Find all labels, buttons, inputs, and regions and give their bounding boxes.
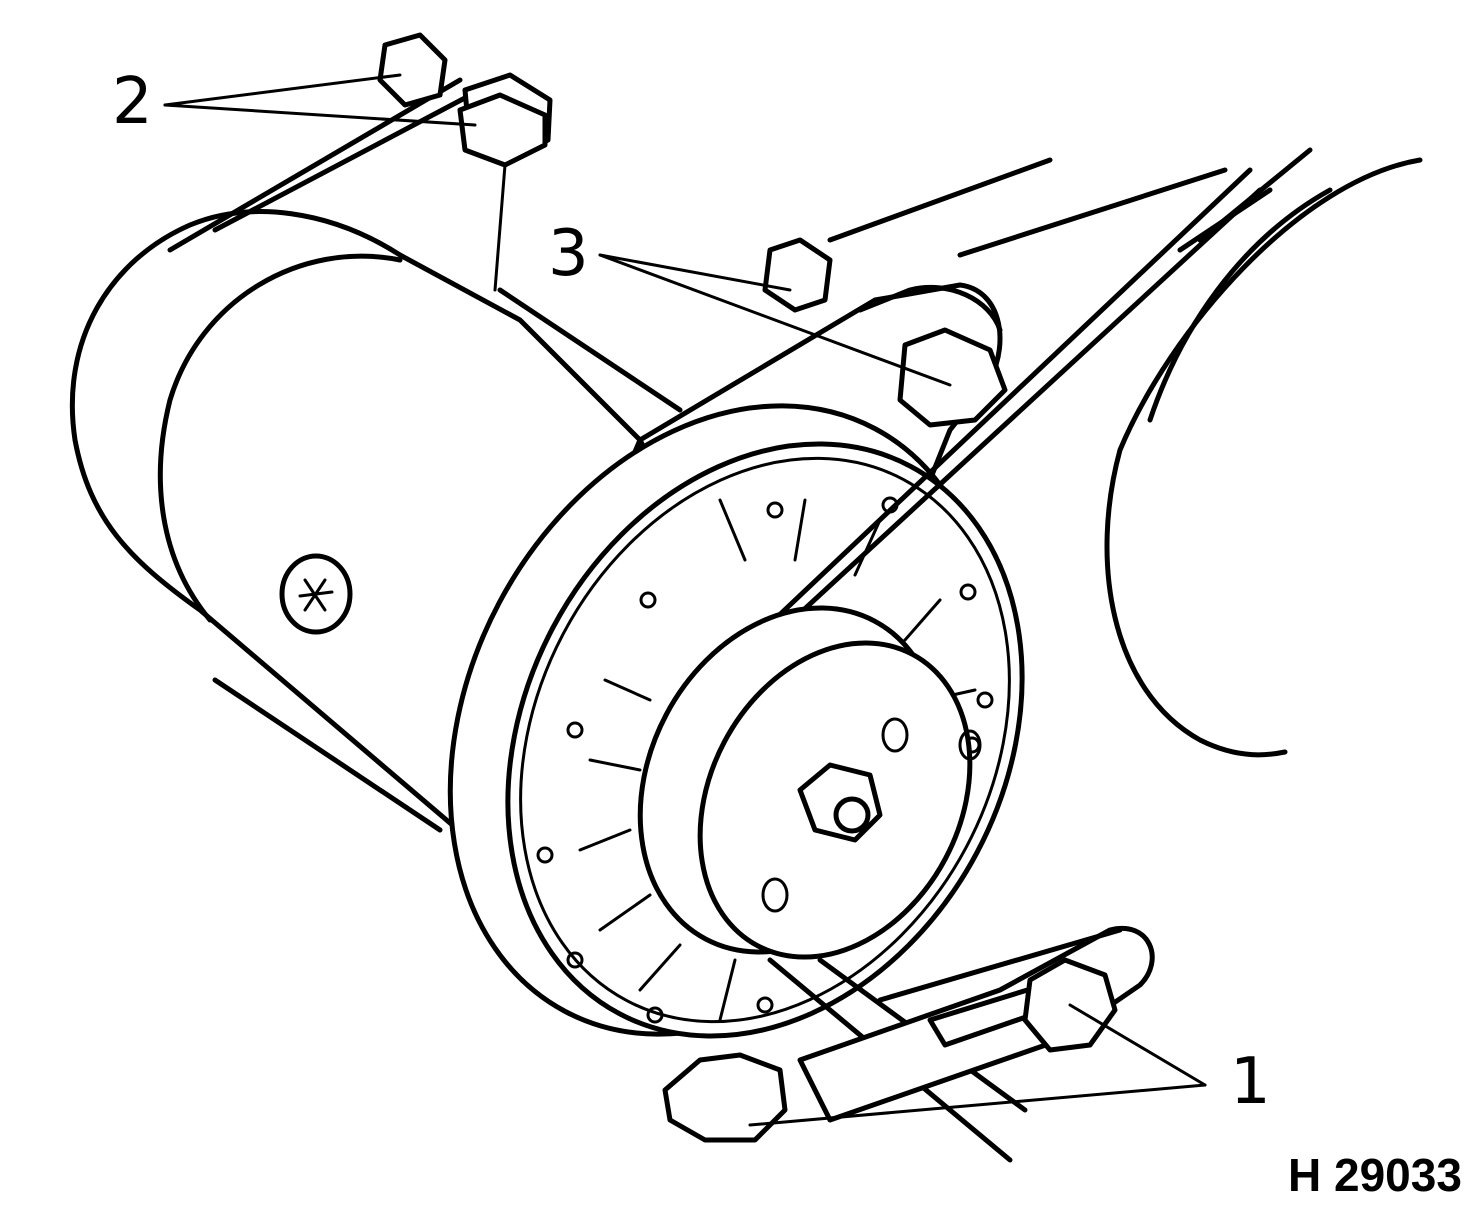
bolt-2-upper	[377, 32, 553, 168]
fan-slots	[536, 496, 994, 1024]
bolt-3-upper	[762, 237, 1008, 428]
reference-code: H 29033	[1288, 1149, 1462, 1201]
v-belt	[697, 167, 1263, 1163]
leader-lines	[163, 73, 1207, 1127]
callout-1: 1	[1230, 1045, 1271, 1119]
belt-pulley	[637, 605, 982, 960]
bolt-1-lower	[662, 957, 1118, 1143]
callout-3: 3	[548, 217, 589, 291]
callout-2: 2	[112, 65, 153, 139]
